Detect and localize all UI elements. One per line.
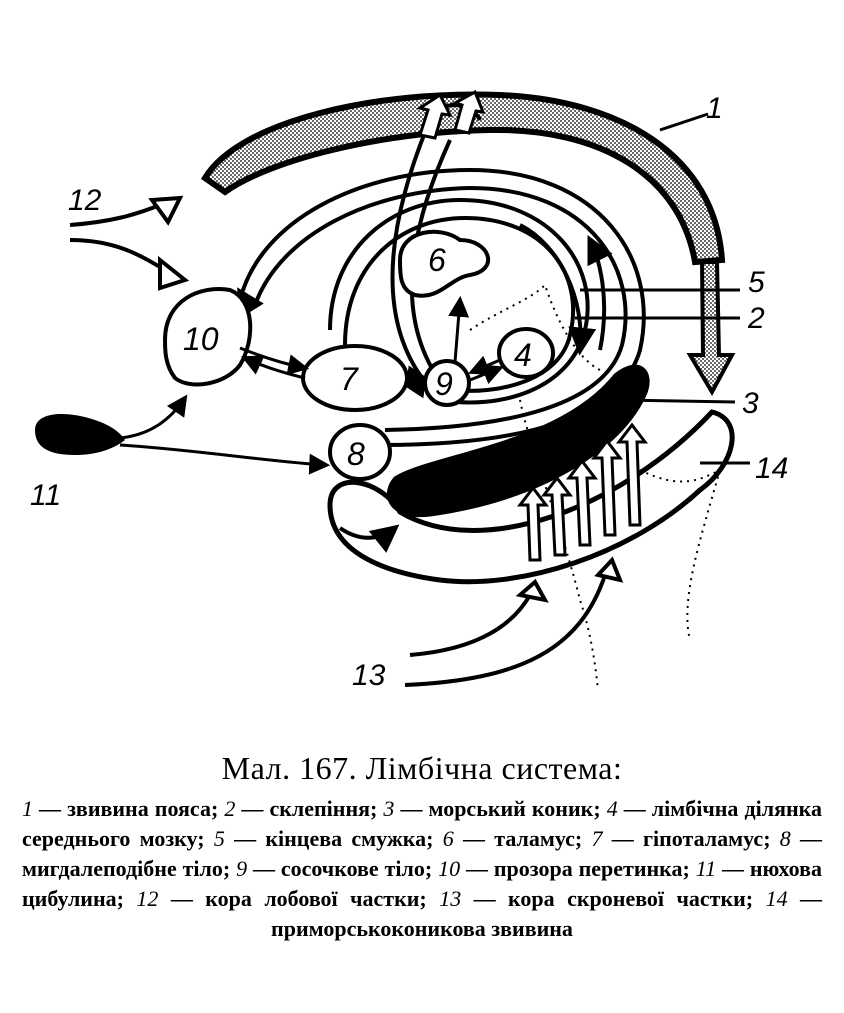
label-11: 11	[30, 479, 61, 512]
legend-text: — морський коник;	[394, 796, 607, 821]
label-3: 3	[742, 387, 759, 420]
legend-number: 1	[22, 796, 33, 821]
legend-text: — кінцева смужка;	[224, 826, 443, 851]
legend-number: 8	[779, 826, 791, 851]
legend-number: 13	[439, 886, 462, 911]
limbic-system-diagram: 1 2 3 4 5 6 7 8 9 10 11 12 13 14	[30, 89, 788, 692]
label-1: 1	[706, 92, 723, 125]
olfactory-bulb	[35, 414, 125, 455]
label-8: 8	[347, 436, 365, 472]
frontal-cortex-input	[69, 195, 190, 291]
midbrain-limbic-area	[497, 327, 555, 379]
connection-arrows	[119, 295, 504, 475]
label-4: 4	[514, 337, 532, 373]
temporal-cortex-input	[404, 556, 624, 687]
figure-caption: Мал. 167. Лімбічна система: 1 — звивина …	[0, 748, 844, 944]
thalamus	[397, 229, 491, 298]
legend-text: — склепіння;	[235, 796, 384, 821]
caption-title: Мал. 167. Лімбічна система:	[221, 750, 623, 786]
legend-number: 6	[442, 826, 454, 851]
label-9: 9	[435, 366, 453, 402]
label-10: 10	[183, 321, 219, 357]
legend-number: 3	[383, 796, 395, 821]
cingulate-gyrus	[200, 91, 736, 397]
label-2: 2	[747, 302, 765, 335]
legend-text: — сосочкове тіло;	[247, 856, 439, 881]
legend-text: — прозора перетинка;	[460, 856, 696, 881]
legend-text: — кора лобової частки;	[158, 886, 440, 911]
legend-text: — кора скроневої частки;	[461, 886, 766, 911]
hollow-arrows	[416, 89, 649, 562]
leader-lines	[575, 112, 750, 465]
legend-number: 14	[765, 886, 788, 911]
label-13: 13	[352, 659, 386, 692]
legend-text: — мигдалеподібне тіло;	[22, 826, 823, 881]
hippocampus	[386, 364, 650, 518]
legend-text: — нюхова цибулина;	[22, 856, 823, 911]
legend-text: — лімбічна ділянка середнього мозку;	[22, 796, 822, 851]
legend-number: 11	[695, 856, 717, 881]
legend-number: 5	[213, 826, 225, 851]
legend-text: — приморськоконикова звивина	[271, 886, 822, 941]
label-12: 12	[68, 184, 102, 217]
label-7: 7	[340, 361, 359, 397]
legend-number: 2	[224, 796, 236, 821]
legend-text: — звивина пояса;	[33, 796, 225, 821]
legend-number: 7	[591, 826, 603, 851]
label-14: 14	[755, 452, 788, 485]
dotted-lines	[469, 283, 722, 691]
legend-number: 4	[606, 796, 618, 821]
label-6: 6	[428, 242, 446, 278]
caption-legend: 1 — звивина пояса; 2 — склепіння; 3 — мо…	[22, 794, 822, 944]
legend-number: 9	[236, 856, 248, 881]
legend-text: — таламус;	[453, 826, 592, 851]
legend-text: — гіпоталамус;	[602, 826, 780, 851]
legend-number: 12	[136, 886, 159, 911]
legend-number: 10	[438, 856, 461, 881]
label-5: 5	[748, 266, 765, 299]
amygdala	[328, 423, 392, 481]
